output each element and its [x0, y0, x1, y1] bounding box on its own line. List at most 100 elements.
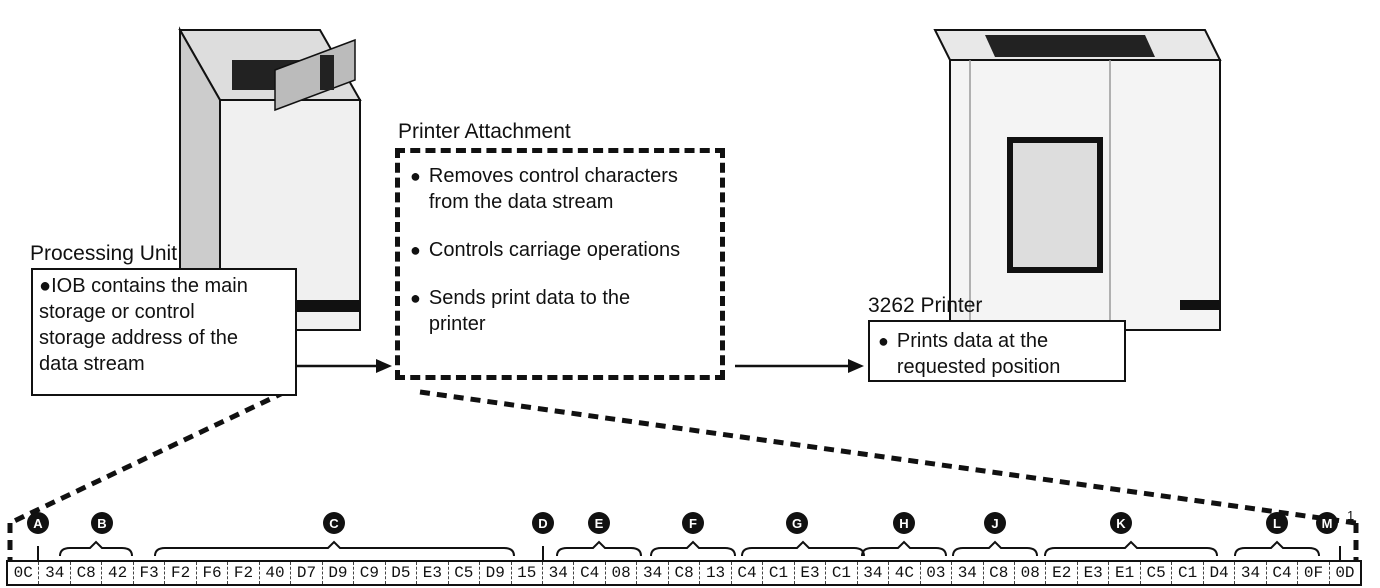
marker-circle: [1316, 512, 1338, 534]
data-byte: D9: [480, 562, 512, 584]
data-byte: E3: [1078, 562, 1110, 584]
data-byte: F2: [165, 562, 197, 584]
data-byte: C8: [984, 562, 1015, 584]
data-byte: C5: [1141, 562, 1173, 584]
processing-unit-title: Processing Unit: [30, 242, 178, 265]
data-byte: C5: [449, 562, 481, 584]
data-byte: C1: [826, 562, 858, 584]
attachment-item: ● Sends print data to the printer: [410, 285, 710, 337]
marker-circle: [893, 512, 915, 534]
data-byte: 34: [952, 562, 984, 584]
brace-H: [861, 540, 947, 557]
marker-circle: [786, 512, 808, 534]
data-byte: C4: [732, 562, 764, 584]
data-byte: 4C: [889, 562, 921, 584]
printer-line: requested position: [896, 356, 1061, 378]
data-byte: C8: [669, 562, 701, 584]
data-byte: C9: [354, 562, 386, 584]
printer-line: Prints data at the: [896, 330, 1049, 352]
bullet-icon: ●: [410, 166, 421, 186]
processing-unit-line: data stream: [39, 353, 145, 375]
marker-label: H: [899, 516, 908, 531]
attachment-item-line: Controls carriage operations: [428, 239, 681, 261]
marker-circle: [27, 512, 49, 534]
arrow-unit-to-attachment: [288, 359, 392, 373]
data-byte: 03: [921, 562, 953, 584]
brace-L: [1234, 540, 1320, 557]
data-byte: 08: [606, 562, 638, 584]
marker-label: J: [991, 516, 998, 531]
bullet-icon: ●: [410, 240, 421, 260]
marker-circle: [682, 512, 704, 534]
attachment-item-line: from the data stream: [428, 191, 614, 213]
data-byte: E3: [795, 562, 827, 584]
brace-J: [952, 540, 1038, 557]
data-byte: D9: [323, 562, 355, 584]
data-byte: C4: [574, 562, 606, 584]
marker-label: M: [1322, 516, 1333, 531]
attachment-item-line: Removes control characters: [428, 165, 678, 187]
marker-label: E: [595, 516, 604, 531]
processing-unit-line: storage address of the: [39, 327, 239, 349]
data-byte: C1: [1172, 562, 1204, 584]
printer-item: ● Prints data at the requested position: [878, 328, 1116, 380]
brace-K: [1044, 540, 1218, 557]
data-byte: C4: [1267, 562, 1299, 584]
marker-label: A: [33, 516, 43, 531]
processing-unit-box: ●IOB contains the main storage or contro…: [31, 268, 297, 396]
processing-unit-line: storage or control: [39, 301, 195, 323]
attachment-item: ● Controls carriage operations: [410, 237, 710, 263]
brace-C: [154, 540, 515, 557]
data-byte: D5: [386, 562, 418, 584]
printer-attachment-box: ● Removes control characters from the da…: [395, 148, 725, 380]
data-byte: 0F: [1298, 562, 1330, 584]
bullet-icon: ●: [410, 288, 421, 308]
footnote-marker: 1: [1347, 508, 1354, 523]
braces: [37, 540, 1341, 560]
data-byte: F3: [134, 562, 166, 584]
marker-circle: [91, 512, 113, 534]
marker-label: F: [689, 516, 697, 531]
data-byte: 15: [512, 562, 543, 584]
marker-label: G: [792, 516, 802, 531]
processing-unit-line: ●IOB contains the main: [39, 275, 248, 297]
marker-circle: [588, 512, 610, 534]
printer-title: 3262 Printer: [868, 294, 983, 317]
marker-circle: [532, 512, 554, 534]
brace-B: [59, 540, 133, 557]
attachment-item-line: Sends print data to the: [428, 287, 631, 309]
brace-G: [741, 540, 865, 557]
arrow-attachment-to-printer: [735, 359, 864, 373]
marker-label: B: [97, 516, 106, 531]
data-byte: 0D: [1335, 564, 1355, 582]
data-byte: 13: [700, 562, 732, 584]
marker-circle: [1110, 512, 1132, 534]
marker-label: C: [329, 516, 339, 531]
data-byte: 42: [102, 562, 134, 584]
data-byte: 34: [858, 562, 890, 584]
data-byte: E1: [1109, 562, 1141, 584]
marker-circle: [323, 512, 345, 534]
data-byte: 08: [1015, 562, 1047, 584]
data-byte: 34: [39, 562, 71, 584]
data-byte: 34: [543, 562, 575, 584]
data-byte: E2: [1046, 562, 1078, 584]
data-byte: 40: [260, 562, 292, 584]
data-byte: 0C: [8, 562, 40, 584]
marker-circle: [984, 512, 1006, 534]
brace-E: [556, 540, 642, 557]
attachment-item-line: printer: [428, 313, 486, 335]
data-byte: E3: [417, 562, 449, 584]
bullet-icon: ●: [878, 331, 889, 351]
printer-box: ● Prints data at the requested position: [868, 320, 1126, 382]
data-byte: 34: [1235, 562, 1267, 584]
data-byte: D4: [1204, 562, 1236, 584]
data-byte: C8: [71, 562, 103, 584]
data-stream-callout: [7, 389, 1359, 560]
marker-label: L: [1273, 516, 1281, 531]
printer-attachment-title: Printer Attachment: [398, 120, 571, 143]
data-byte: D7: [291, 562, 323, 584]
